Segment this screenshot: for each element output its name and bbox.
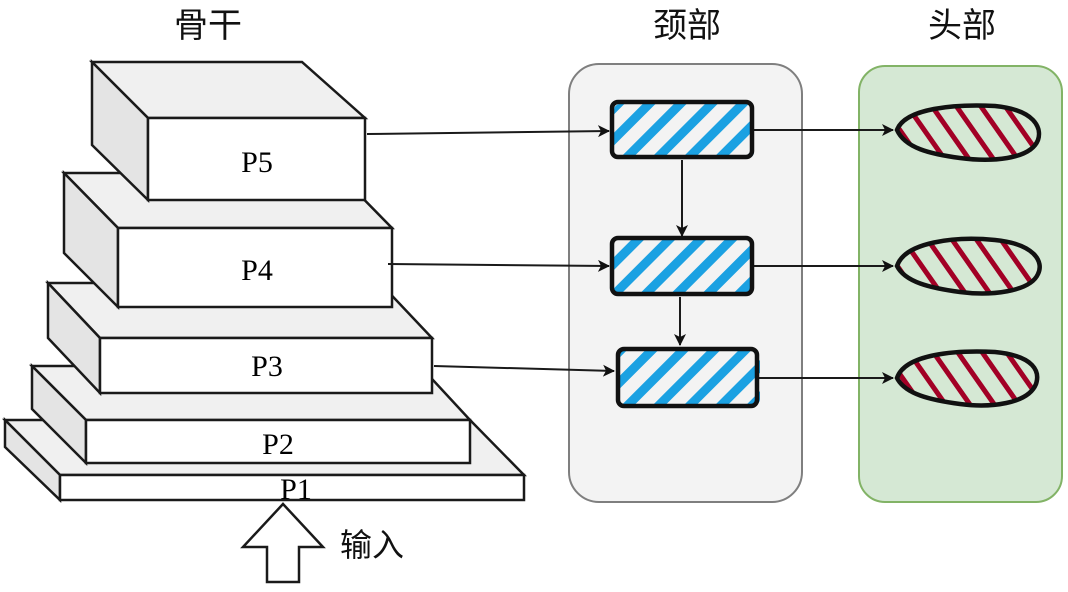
- p2-label: P2: [262, 428, 294, 461]
- edge-p5-to-neck: [366, 125, 610, 138]
- neck-block-2: [609, 235, 755, 297]
- p5-label: P5: [241, 146, 273, 179]
- head-title: 头部: [928, 6, 996, 46]
- edge-p4-to-neck: [387, 259, 610, 272]
- head-block-3: [894, 349, 1040, 408]
- input-label: 输入: [340, 526, 404, 564]
- neck-block-1: [609, 99, 755, 160]
- p1-label: P1: [280, 473, 312, 506]
- backbone-title: 骨干: [174, 6, 242, 46]
- p4-label: P4: [241, 254, 273, 287]
- edge-p3-to-neck: [433, 364, 615, 377]
- head-block-2: [894, 236, 1042, 296]
- backbone-level-p5: P5: [88, 58, 369, 203]
- input-arrow: [240, 502, 326, 584]
- neck-title: 颈部: [653, 6, 721, 46]
- head-block-1: [894, 103, 1042, 162]
- p3-label: P3: [251, 350, 283, 383]
- neck-block-3: [615, 346, 760, 409]
- up-arrow-icon: [240, 502, 326, 584]
